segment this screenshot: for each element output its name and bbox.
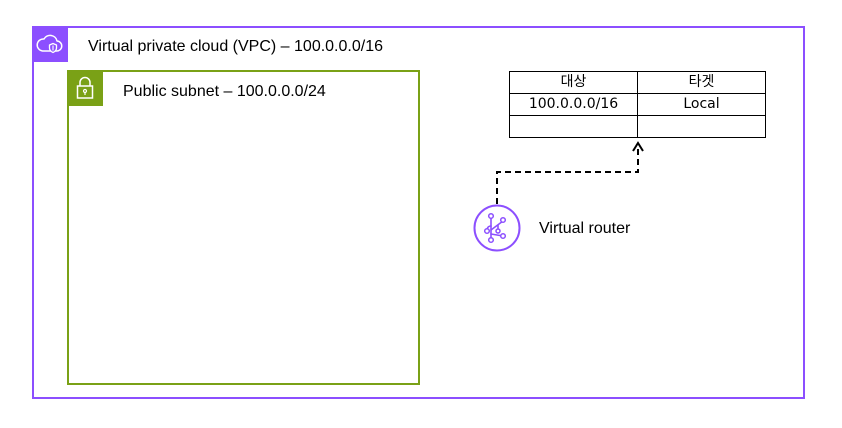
cell-target <box>637 115 766 138</box>
column-header-destination: 대상 <box>509 71 638 94</box>
vpc-group <box>32 26 805 399</box>
route-table: 대상 타겟 100.0.0.0/16 Local <box>509 71 766 138</box>
padlock-icon <box>67 70 103 106</box>
vpc-label: Virtual private cloud (VPC) – 100.0.0.0/… <box>88 38 383 55</box>
vpc-cloud-icon <box>32 26 68 62</box>
router-label: Virtual router <box>539 220 631 237</box>
router-icon <box>473 204 521 252</box>
cell-target: Local <box>637 93 766 116</box>
table-row <box>509 115 766 138</box>
table-header-row: 대상 타겟 <box>509 71 766 94</box>
column-header-target: 타겟 <box>637 71 766 94</box>
subnet-label: Public subnet – 100.0.0.0/24 <box>123 83 326 100</box>
public-subnet-group <box>67 70 420 385</box>
cell-destination <box>509 115 638 138</box>
cell-destination: 100.0.0.0/16 <box>509 93 638 116</box>
table-row: 100.0.0.0/16 Local <box>509 93 766 116</box>
